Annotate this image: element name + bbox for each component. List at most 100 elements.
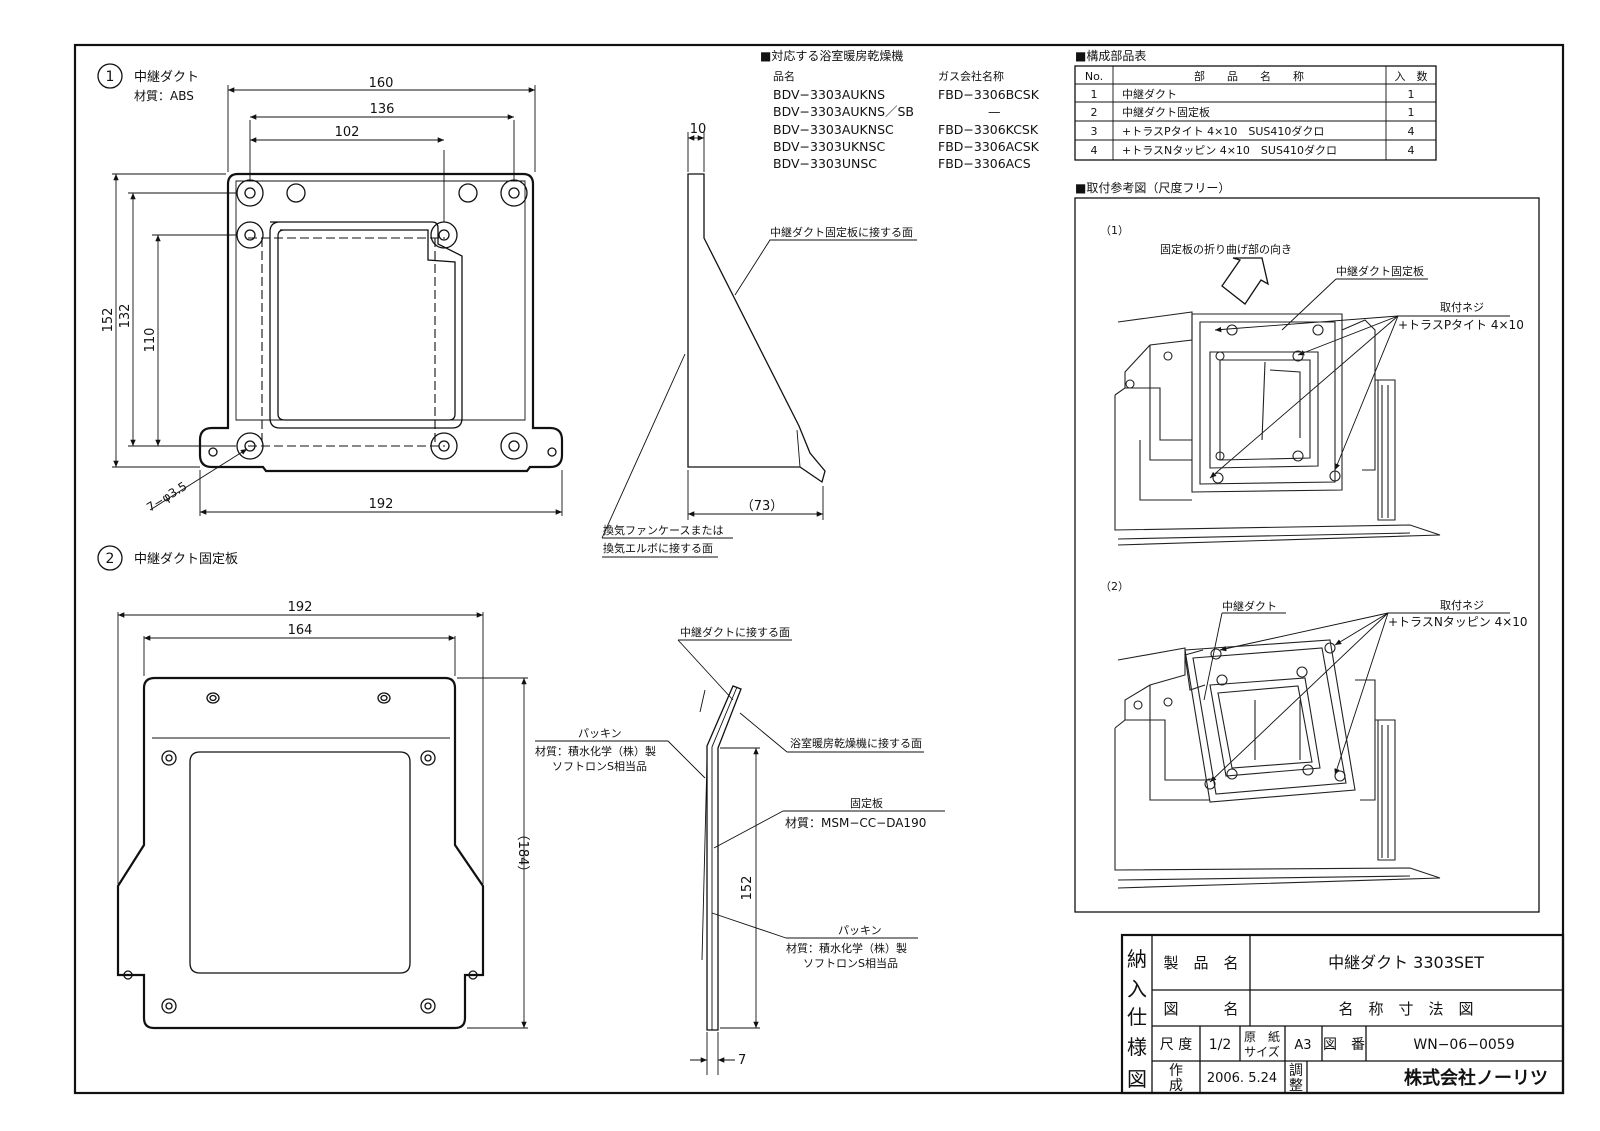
part2-title: 中継ダクト固定板 bbox=[134, 552, 238, 567]
part2-number-circle bbox=[97, 545, 123, 571]
title-side-char-2: 入 bbox=[1127, 977, 1147, 1001]
created-date: 2006. 5.24 bbox=[1207, 1071, 1277, 1086]
plate-dim-164: 164 bbox=[288, 623, 313, 638]
install-illustration-2 bbox=[1114, 639, 1441, 889]
dim-hole-count: 7−φ3.5 bbox=[144, 479, 189, 515]
compatible-models: ■対応する浴室暖房乾燥機 品名 ガス会社名称 BDV−3303AUKNS FBD… bbox=[760, 48, 1040, 171]
install-step1-label: （1） bbox=[1100, 224, 1129, 237]
table-row: 3 +トラスPタイト 4×10 SUS410ダクロ 4 bbox=[1091, 124, 1415, 138]
compatible-col-model: 品名 bbox=[773, 69, 795, 83]
parts-cell: 中継ダクト bbox=[1122, 87, 1177, 101]
compatible-model-5: BDV−3303UNSC bbox=[773, 156, 877, 171]
compatible-model-4: BDV−3303UKNSC bbox=[773, 139, 885, 154]
part1-number: 1 bbox=[106, 69, 115, 85]
note-plate-l1: 固定板 bbox=[850, 796, 883, 810]
part1-number-circle bbox=[97, 63, 123, 89]
plate-front-view: 192 164 （184） bbox=[116, 600, 530, 1030]
note-packing2-l3: ソフトロンS相当品 bbox=[803, 956, 898, 970]
install-illustration-1 bbox=[1114, 311, 1441, 546]
compatible-gas-3: FBD−3306KCSK bbox=[938, 122, 1039, 137]
scale-value: 1/2 bbox=[1209, 1037, 1232, 1053]
title-side-char-1: 納 bbox=[1127, 947, 1147, 971]
paper-size-value: A3 bbox=[1294, 1038, 1311, 1053]
install-reference: ■取付参考図（尺度フリー） （1） 固定板の折り曲げ部の向き 中継ダクト固定板 … bbox=[1074, 180, 1540, 913]
note-plate-l2: 材質：MSM−CC−DA190 bbox=[785, 815, 926, 830]
parts-cell: 2 bbox=[1091, 106, 1098, 119]
dim-110: 110 bbox=[143, 328, 158, 353]
duct-side-view: 10 （73） 中継ダクト固定板に接する面 換気ファンケースまたは 換気エルボに… bbox=[601, 122, 917, 558]
part1-material: 材質：ABS bbox=[134, 88, 194, 103]
parts-table-title: ■構成部品表 bbox=[1075, 48, 1146, 63]
note-packing2-l1: パッキン bbox=[838, 924, 882, 937]
parts-header-qty: 入 数 bbox=[1395, 70, 1428, 83]
parts-cell: 1 bbox=[1408, 88, 1415, 101]
compatible-model-2: BDV−3303AUKNS／SB bbox=[773, 104, 914, 119]
note-bend-direction: 固定板の折り曲げ部の向き bbox=[1160, 242, 1292, 256]
dim-160: 160 bbox=[369, 76, 394, 91]
sheet-border bbox=[73, 43, 1565, 1095]
parts-cell: 1 bbox=[1091, 88, 1098, 101]
note-step2-duct: 中継ダクト bbox=[1222, 599, 1277, 613]
note-face-duct: 中継ダクトに接する面 bbox=[680, 625, 790, 639]
dim-192: 192 bbox=[369, 497, 394, 512]
title-side-char-4: 様 bbox=[1127, 1035, 1147, 1059]
table-row: 2 中継ダクト固定板 1 bbox=[1091, 105, 1415, 119]
created-label-1: 作 bbox=[1169, 1063, 1183, 1079]
note-step1-screw-type: +トラスPタイト 4×10 bbox=[1398, 318, 1524, 332]
drawing-name-value: 名 称 寸 法 図 bbox=[1338, 1000, 1473, 1018]
table-row: 4 +トラスNタッピン 4×10 SUS410ダクロ 4 bbox=[1091, 143, 1415, 157]
adjust-label-1: 調 bbox=[1289, 1063, 1303, 1079]
duct-front-view: 160 136 102 152 132 110 192 7−φ3.5 bbox=[101, 76, 564, 516]
parts-cell: 中継ダクト固定板 bbox=[1122, 105, 1210, 119]
scale-label: 尺 度 bbox=[1160, 1037, 1192, 1053]
compatible-col-gas: ガス会社名称 bbox=[938, 69, 1004, 83]
part2-section: 2 中継ダクト固定板 192 164 （184） bbox=[97, 545, 945, 1075]
drawing-name-label: 図 名 bbox=[1163, 1000, 1238, 1018]
paper-size-label-2: サイズ bbox=[1244, 1044, 1280, 1059]
compatible-gas-5: FBD−3306ACS bbox=[938, 156, 1031, 171]
plate-dim-7: 7 bbox=[738, 1053, 746, 1068]
note-step1-screw: 取付ネジ bbox=[1440, 301, 1484, 314]
parts-cell: 4 bbox=[1091, 144, 1098, 157]
compatible-gas-2: — bbox=[988, 104, 1001, 119]
parts-cell: 4 bbox=[1408, 125, 1415, 138]
dim-152-vertical: 152 bbox=[101, 308, 116, 333]
note-face-plate: 中継ダクト固定板に接する面 bbox=[770, 225, 913, 239]
title-side-char-3: 仕 bbox=[1127, 1005, 1147, 1029]
parts-cell: 1 bbox=[1408, 106, 1415, 119]
note-face-fan-line2: 換気エルボに接する面 bbox=[603, 541, 713, 555]
part2-number: 2 bbox=[106, 551, 115, 567]
company-name: 株式会社ノーリツ bbox=[1404, 1067, 1548, 1089]
install-title: ■取付参考図（尺度フリー） bbox=[1075, 180, 1230, 195]
dim-102: 102 bbox=[335, 125, 360, 140]
plate-dim-152: 152 bbox=[740, 876, 755, 901]
dim-132: 132 bbox=[118, 304, 133, 329]
note-packing1-l3: ソフトロンS相当品 bbox=[552, 759, 647, 773]
drawing-number-label: 図 番 bbox=[1323, 1037, 1365, 1053]
note-packing1-l2: 材質：積水化学（株）製 bbox=[535, 744, 656, 758]
compatible-model-1: BDV−3303AUKNS bbox=[773, 87, 885, 102]
product-name-value: 中継ダクト 3303SET bbox=[1328, 953, 1484, 972]
compatible-model-3: BDV−3303AUKNSC bbox=[773, 122, 894, 137]
note-face-dryer: 浴室暖房乾燥機に接する面 bbox=[790, 736, 922, 750]
parts-cell: +トラスPタイト 4×10 SUS410ダクロ bbox=[1122, 124, 1324, 138]
plate-side-view: 7 152 中継ダクトに接する面 浴室暖房乾燥機に接する面 パッキン 材質：積水… bbox=[535, 625, 945, 1075]
parts-header-name: 部 品 名 称 bbox=[1194, 69, 1304, 83]
parts-table: ■構成部品表 No. 部 品 名 称 入 数 1 中継ダクト 1 2 中継ダクト… bbox=[1074, 48, 1437, 161]
compatible-title: ■対応する浴室暖房乾燥機 bbox=[760, 48, 903, 63]
note-step2-screw: 取付ネジ bbox=[1440, 599, 1484, 612]
mounting-holes bbox=[208, 179, 557, 460]
dim-136: 136 bbox=[370, 102, 395, 117]
plate-dim-184: （184） bbox=[515, 828, 530, 879]
drawing-number-value: WN−06−0059 bbox=[1413, 1037, 1514, 1053]
compatible-gas-4: FBD−3306ACSK bbox=[938, 139, 1040, 154]
product-name-label: 製 品 名 bbox=[1163, 954, 1238, 972]
plate-dim-192: 192 bbox=[288, 600, 313, 615]
title-side-char-5: 図 bbox=[1127, 1067, 1147, 1091]
dim-73: （73） bbox=[741, 499, 784, 514]
paper-size-label-1: 原 紙 bbox=[1244, 1029, 1280, 1044]
note-packing1-l1: パッキン bbox=[578, 727, 622, 740]
plate-holes bbox=[123, 692, 478, 1014]
part1-section: 1 中継ダクト 材質：ABS bbox=[97, 63, 917, 558]
